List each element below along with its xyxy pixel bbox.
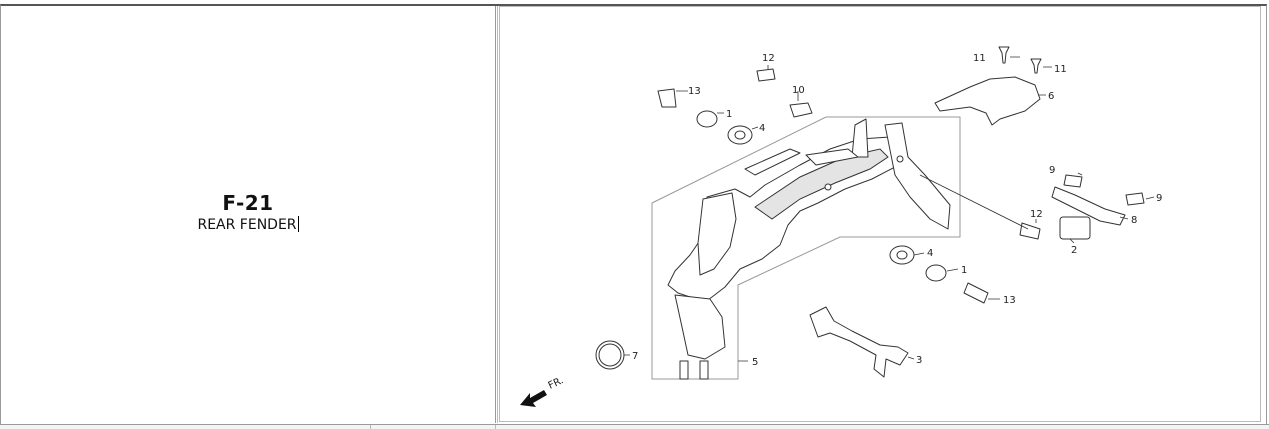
part-8-bracket [1051,186,1126,226]
part-11-screw-a [998,46,1010,64]
leader-lines [624,56,1155,362]
fender-rear-bracket [884,122,951,230]
part-4-grommet-top-hole [734,130,746,140]
callout-5: 5 [752,357,758,368]
part-9-bolt-upper [1063,174,1083,188]
part-13-bolt-right [963,282,989,304]
exploded-parts-diagram: 13 12 10 1 4 11 11 6 9 9 8 12 2 4 1 13 3… [520,46,1162,407]
front-direction-arrow [520,390,547,407]
callout-1-right: 1 [961,265,967,276]
part-11-screw-b [1030,58,1042,74]
section-label-cell: F-21 REAR FENDER [1,6,495,420]
callout-11-a: 11 [973,53,986,64]
next-row-border [0,424,1269,429]
next-row-tick-b [495,425,496,429]
next-row-tick-a [370,425,371,429]
fender-rear-bracket-side [851,118,869,158]
part-1-collar-top [696,110,718,128]
callout-12-top: 12 [762,53,775,64]
fender-mount-hole-b [896,155,904,163]
section-title: REAR FENDER [197,217,297,233]
section-code: F-21 [222,191,274,215]
page-frame [0,4,1267,427]
part-2-pad [1059,216,1091,240]
callout-8: 8 [1131,215,1137,226]
part-3-stay [809,306,909,378]
part-10-clip [789,102,813,118]
fender-top-mount [805,148,859,166]
part-1-collar-right [925,264,947,282]
fender-front-duct [697,192,737,276]
callout-13-top: 13 [688,86,701,97]
part-9-bolt-right [1125,192,1145,206]
callout-2: 2 [1071,245,1077,256]
section-title-line: REAR FENDER [197,214,299,234]
callout-4-top: 4 [759,123,765,134]
front-direction-label: FR. [547,375,566,392]
part-7-ring-inner [598,343,622,367]
fender-lower-bolt-b [699,360,709,380]
callout-4-right: 4 [927,248,933,259]
part-13-bolt-top [657,88,677,108]
callout-9-right: 9 [1156,193,1162,204]
fender-mount-hole-a [824,183,832,191]
column-divider [495,6,498,423]
callout-1-top: 1 [726,109,732,120]
part-12-bolt-right [1019,222,1041,240]
part-6-cover [934,76,1041,126]
part-4-grommet-right-hole [896,250,908,260]
callout-13-right: 13 [1003,295,1016,306]
fender-lower-bolt-a [679,360,689,380]
callout-6: 6 [1048,91,1054,102]
callout-12-right: 12 [1030,209,1043,220]
fender-mudflap [674,294,726,360]
callout-10: 10 [792,85,805,96]
diagram-cell: 13 12 10 1 4 11 11 6 9 9 8 12 2 4 1 13 3… [499,6,1261,422]
part-12-bolt-top [756,68,776,82]
callout-7: 7 [632,351,638,362]
callout-3: 3 [916,355,922,366]
text-cursor [297,216,299,232]
callout-11-b: 11 [1054,64,1067,75]
fender-inner-face [754,148,889,220]
fender-upper-rail [744,148,801,176]
callout-9-upper: 9 [1049,165,1055,176]
